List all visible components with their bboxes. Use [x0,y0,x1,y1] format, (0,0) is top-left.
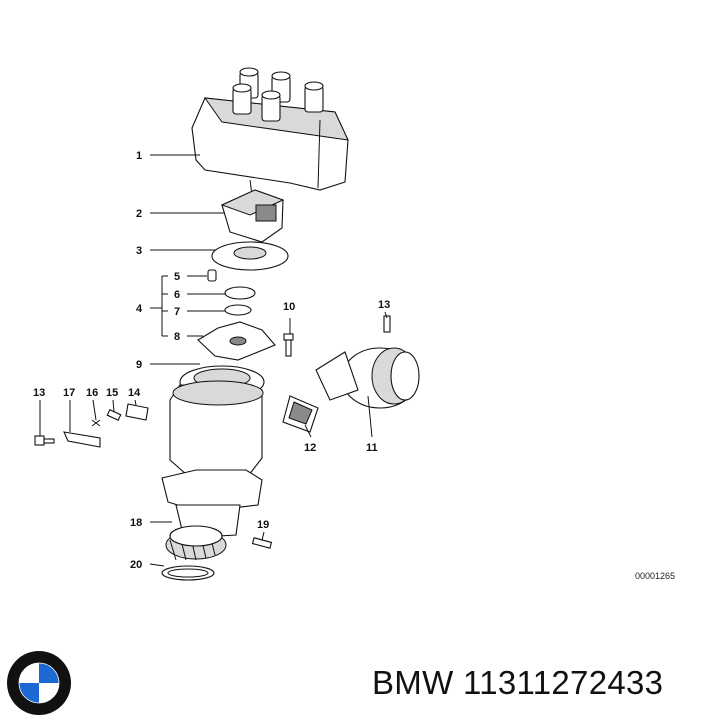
brand-part-number: BMW 11311272433 [372,664,664,701]
part-distributor-cap [191,67,349,196]
callout-3: 3 [136,245,142,257]
callout-20: 20 [130,559,142,571]
part-left-small-components [34,403,149,448]
callout-2: 2 [136,208,142,220]
callout-10: 10 [283,301,295,313]
callout-5: 5 [174,271,180,283]
part-screw-10 [283,333,294,357]
part-small-components [197,269,276,361]
part-rotor [220,189,285,243]
callout-13-left: 13 [33,387,45,399]
callout-8: 8 [174,331,180,343]
callout-4: 4 [136,303,143,315]
callout-18: 18 [130,517,142,529]
callout-6: 6 [174,289,180,301]
callout-13-right: 13 [378,299,390,311]
leader-lines [39,154,388,567]
callout-7: 7 [174,306,180,318]
part-pin [251,537,273,549]
callout-15: 15 [106,387,118,399]
callout-11: 11 [366,442,378,454]
callout-14: 14 [128,387,141,399]
callout-1: 1 [136,150,142,162]
callout-labels: 1 2 3 4 5 6 7 8 9 10 11 12 13 13 14 15 1… [33,150,390,571]
part-o-ring [161,565,215,581]
part-dust-cover [211,241,289,271]
callout-17: 17 [63,387,75,399]
part-clip [282,395,319,433]
part-vacuum-unit [315,315,420,409]
callout-16: 16 [86,387,98,399]
callout-19: 19 [257,519,269,531]
diagram-code: 00001265 [635,571,675,581]
callout-9: 9 [136,359,142,371]
part-gear [165,525,227,561]
bmw-logo-icon [7,651,71,715]
callout-12: 12 [304,442,316,454]
part-distributor-housing [161,365,265,539]
